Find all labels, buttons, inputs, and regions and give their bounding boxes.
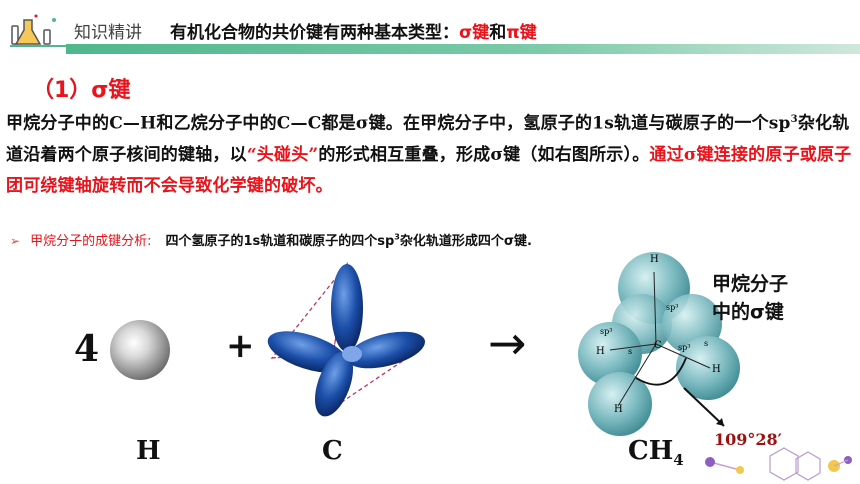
bullet-sup: 3 [394, 232, 400, 242]
methane-h-bottom: H [614, 404, 623, 415]
methane-s-1: s [628, 347, 632, 356]
bullet-label: 甲烷分子的成键分析: [30, 234, 152, 249]
label-methane: CH4 [628, 436, 684, 469]
para-highlight-1: “头碰头” [246, 144, 319, 165]
methane-h-left: H [596, 346, 605, 357]
flask-logo-icon [10, 14, 66, 47]
sp3-orbital-icon [267, 261, 426, 417]
title-and: 和 [489, 23, 507, 43]
para-text-1: 甲烷分子中的C—H和乙烷分子中的C—C都是σ键。在甲烷分子中，氢原子的1s轨道与… [6, 113, 791, 134]
methane-h-right: H [712, 364, 721, 375]
section-title: （1）σ键 [32, 78, 131, 103]
caption-line-2: 中的σ键 [712, 301, 784, 323]
title-pi: π键 [506, 23, 537, 43]
bullet-text-a: 四个氢原子的1s轨道和碳原子的四个sp [165, 234, 395, 249]
hydrogen-count: 4 [74, 328, 100, 370]
bond-angle-label: 109°28′ [714, 430, 782, 449]
title-main: 有机化合物的共价键有两种基本类型： [170, 23, 459, 43]
para-sup: 3 [790, 114, 798, 125]
caption-line-1: 甲烷分子 [712, 273, 789, 295]
section-label: 知识精讲 [74, 23, 142, 43]
para-text-2: 杂化轨道沿着两个原子核间的键轴，以 [6, 113, 850, 165]
label-methane-main: CH [628, 436, 674, 466]
header-divider [66, 44, 860, 54]
reaction-arrow: → [488, 316, 527, 370]
title-sigma: σ键 [459, 23, 490, 43]
methane-sp3-c: sp³ [678, 343, 690, 352]
methane-s-2: s [704, 339, 708, 348]
hydrogen-sphere-icon [110, 320, 170, 380]
figure-caption: 甲烷分子 中的σ键 [712, 270, 788, 326]
bullet-text: 四个氢原子的1s轨道和碳原子的四个sp3杂化轨道形成四个σ键. [165, 232, 532, 249]
para-text-3: 的形式相互重叠，形成σ键（如右图所示）。 [318, 144, 650, 165]
body-paragraph: 甲烷分子中的C—H和乙烷分子中的C—C都是σ键。在甲烷分子中，氢原子的1s轨道与… [6, 104, 858, 202]
label-hydrogen: H [136, 436, 161, 466]
methane-h-top: H [650, 254, 659, 265]
methane-model-icon: H H H H C sp³ sp³ sp³ s s [578, 252, 740, 436]
arrow-bullet-icon: ➢ [10, 234, 21, 248]
bullet-text-b: 杂化轨道形成四个σ键. [399, 234, 532, 249]
page-title: 有机化合物的共价键有两种基本类型：σ键和π键 [170, 18, 537, 43]
para-highlight-2: 通过σ键连接的原子或原子团可绕键轴旋转而不会导致化学键的破坏。 [6, 144, 852, 196]
label-methane-sub: 4 [673, 451, 684, 470]
molecule-decoration-icon [705, 447, 852, 481]
methane-c: C [654, 340, 662, 351]
plus-sign: + [226, 326, 255, 366]
bullet-item: ➢ 甲烷分子的成键分析: 四个氢原子的1s轨道和碳原子的四个sp3杂化轨道形成四个σ… [10, 230, 532, 249]
label-carbon: C [322, 436, 343, 466]
methane-sp3-b: sp³ [666, 303, 678, 312]
methane-sp3-a: sp³ [600, 327, 612, 336]
